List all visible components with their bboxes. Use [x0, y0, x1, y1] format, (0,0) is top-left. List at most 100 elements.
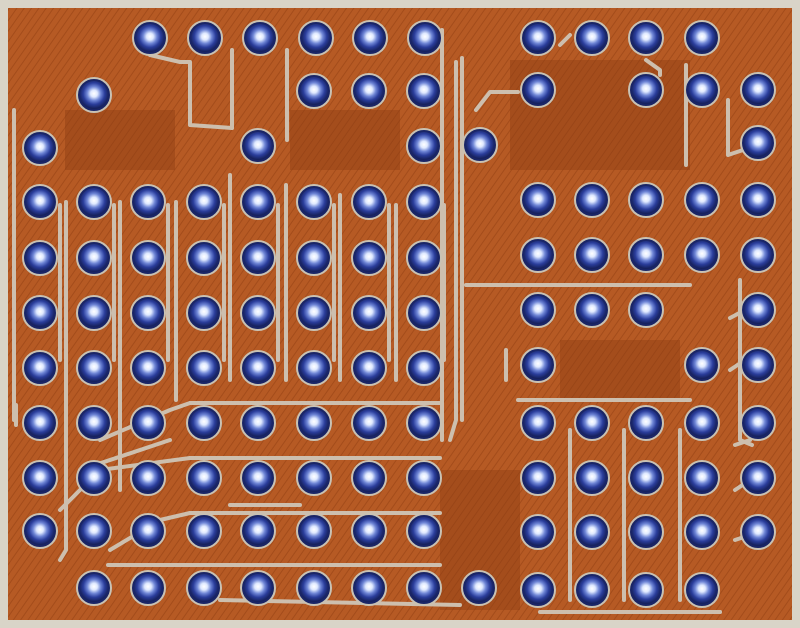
solder-pad — [186, 405, 222, 441]
solder-pad — [520, 572, 556, 608]
solder-pad — [740, 292, 776, 328]
solder-pad — [740, 237, 776, 273]
solder-pad — [520, 237, 556, 273]
solder-pad — [76, 513, 112, 549]
solder-pad — [76, 240, 112, 276]
solder-pad — [130, 295, 166, 331]
solder-pad — [740, 182, 776, 218]
solder-pad — [296, 570, 332, 606]
solder-pad — [628, 572, 664, 608]
solder-pad — [520, 514, 556, 550]
solder-pad — [684, 572, 720, 608]
solder-pad — [628, 460, 664, 496]
solder-pad — [740, 405, 776, 441]
solder-pad — [22, 240, 58, 276]
solder-pad — [574, 572, 610, 608]
solder-pad — [22, 184, 58, 220]
solder-pad — [520, 182, 556, 218]
solder-pad — [406, 184, 442, 220]
solder-pad — [132, 20, 168, 56]
trace — [644, 58, 662, 77]
solder-pad — [406, 350, 442, 386]
solder-pad — [187, 20, 223, 56]
trace — [558, 33, 572, 47]
trace — [448, 60, 458, 442]
solder-pad — [684, 347, 720, 383]
solder-pad — [740, 460, 776, 496]
solder-pad — [76, 570, 112, 606]
solder-pad — [22, 460, 58, 496]
solder-pad — [628, 292, 664, 328]
solder-pad — [574, 514, 610, 550]
solder-pad — [351, 570, 387, 606]
solder-pad — [520, 460, 556, 496]
solder-pad — [406, 128, 442, 164]
solder-pad — [684, 182, 720, 218]
solder-pad — [351, 513, 387, 549]
solder-pads — [22, 20, 776, 608]
solder-pad — [296, 405, 332, 441]
solder-pad — [520, 20, 556, 56]
solder-pad — [574, 237, 610, 273]
solder-pad — [406, 570, 442, 606]
solder-pad — [406, 460, 442, 496]
solder-pad — [520, 292, 556, 328]
solder-pad — [186, 350, 222, 386]
solder-pad — [520, 72, 556, 108]
solder-pad — [186, 295, 222, 331]
solder-pad — [574, 182, 610, 218]
solder-pad — [186, 240, 222, 276]
solder-pad — [684, 237, 720, 273]
trace — [474, 90, 520, 112]
solder-pad — [186, 460, 222, 496]
solder-pad — [628, 514, 664, 550]
trace — [738, 278, 754, 447]
solder-pad — [684, 405, 720, 441]
solder-pad — [240, 460, 276, 496]
solder-pad — [186, 570, 222, 606]
solder-pad — [684, 20, 720, 56]
solder-pad — [740, 125, 776, 161]
solder-pad — [406, 295, 442, 331]
trace — [148, 53, 234, 130]
solder-pad — [240, 513, 276, 549]
solder-pad — [76, 460, 112, 496]
solder-pad — [296, 73, 332, 109]
solder-pad — [296, 184, 332, 220]
solder-pad — [76, 77, 112, 113]
solder-pad — [22, 405, 58, 441]
solder-pad — [461, 570, 497, 606]
solder-pad — [296, 240, 332, 276]
solder-pad — [352, 20, 388, 56]
solder-pad — [296, 295, 332, 331]
solder-pad — [240, 128, 276, 164]
solder-pad — [22, 295, 58, 331]
solder-pad — [628, 237, 664, 273]
solder-pad — [351, 295, 387, 331]
solder-pad — [130, 513, 166, 549]
solder-pad — [186, 513, 222, 549]
solder-pad — [406, 405, 442, 441]
solder-pad — [130, 570, 166, 606]
solder-pad — [130, 460, 166, 496]
solder-pad — [22, 513, 58, 549]
solder-pad — [628, 405, 664, 441]
solder-pad — [684, 460, 720, 496]
circuit-blocks — [65, 60, 690, 610]
solder-pad — [240, 295, 276, 331]
solder-pad — [296, 460, 332, 496]
solder-pad — [520, 347, 556, 383]
solder-pad — [574, 292, 610, 328]
solder-pad — [351, 460, 387, 496]
solder-pad — [186, 184, 222, 220]
solder-pad — [351, 73, 387, 109]
solder-pad — [22, 350, 58, 386]
solder-pad — [76, 295, 112, 331]
solder-pad — [628, 72, 664, 108]
solder-pad — [76, 350, 112, 386]
solder-pad — [130, 240, 166, 276]
solder-pad — [406, 240, 442, 276]
solder-pad — [240, 405, 276, 441]
solder-pad — [240, 350, 276, 386]
